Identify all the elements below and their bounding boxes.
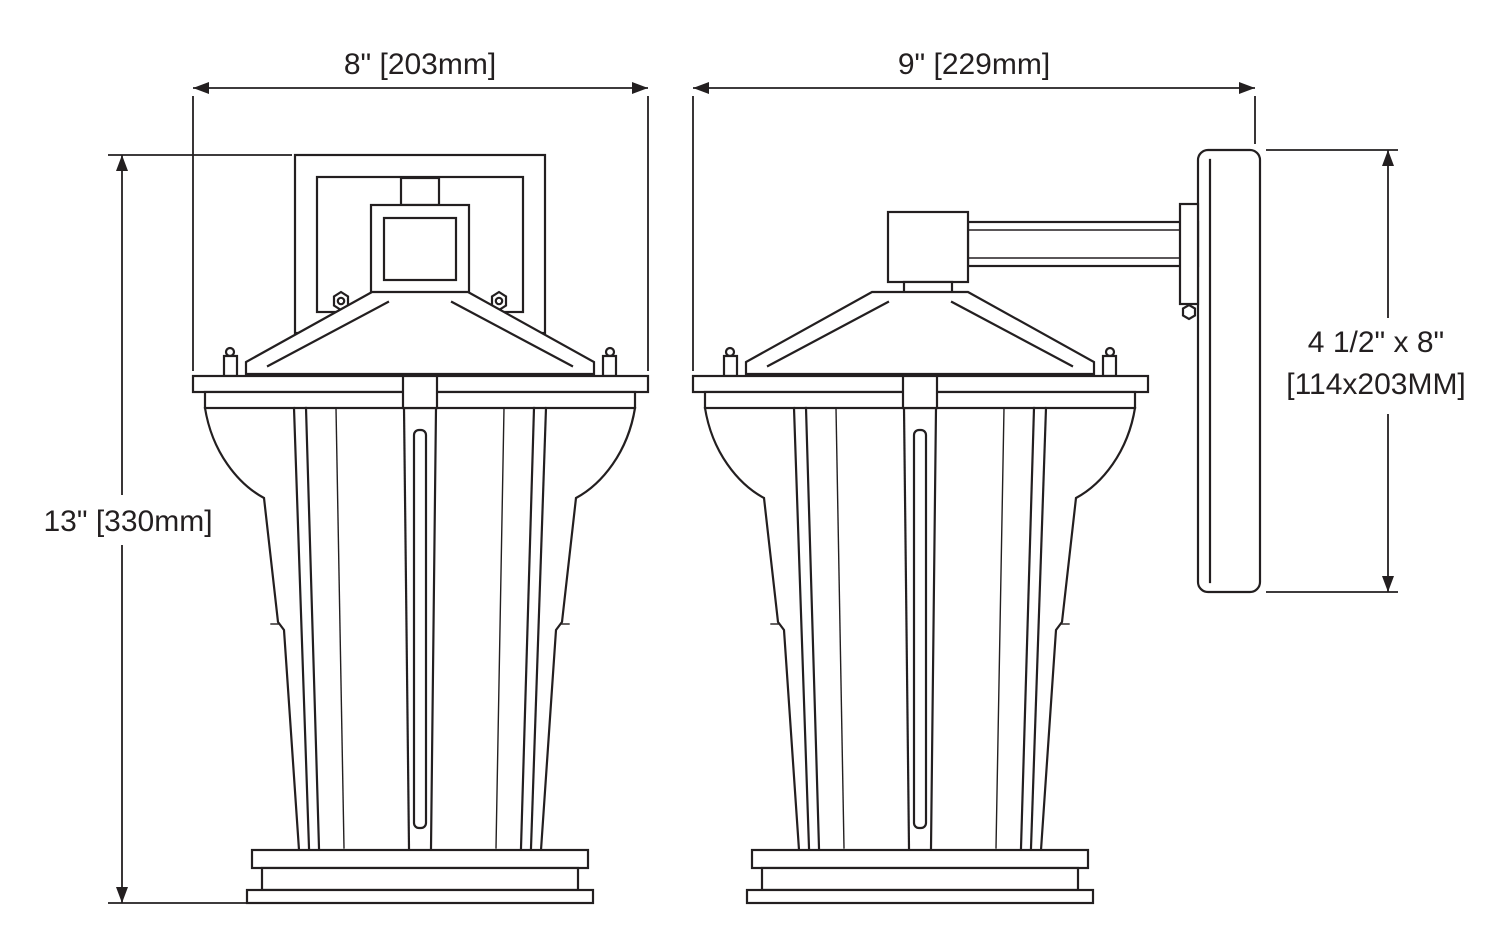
lantern-side: [691, 290, 1150, 905]
dimension-side-width: 9" [229mm]: [692, 48, 1256, 371]
flange-nut: [1181, 303, 1197, 321]
side-view: [691, 148, 1262, 905]
side-mount-box: [886, 210, 970, 284]
mount-stem: [399, 176, 441, 207]
dimension-backplate: 4 1/2" x 8" [114x203MM]: [1266, 149, 1466, 593]
backplate-label-line2: [114x203MM]: [1286, 368, 1466, 401]
front-width-label: 8" [203mm]: [344, 48, 496, 81]
mount-screw-left-hole: [336, 296, 346, 306]
mount-screw-right-hole: [494, 296, 504, 306]
height-label: 13" [330mm]: [43, 505, 212, 538]
wall-plate-side: [1196, 148, 1262, 594]
front-view: [191, 153, 650, 905]
dimension-height: 13" [330mm]: [43, 154, 292, 904]
mount-box-outer: [369, 203, 471, 295]
lantern-front: [191, 290, 650, 905]
backplate-label-line1: 4 1/2" x 8": [1308, 326, 1444, 359]
side-width-label: 9" [229mm]: [898, 48, 1050, 81]
arm-flange: [1178, 202, 1200, 306]
dimension-front-width: 8" [203mm]: [192, 48, 649, 371]
mount-arm: [966, 220, 1200, 268]
mount-box-inner: [382, 216, 458, 282]
